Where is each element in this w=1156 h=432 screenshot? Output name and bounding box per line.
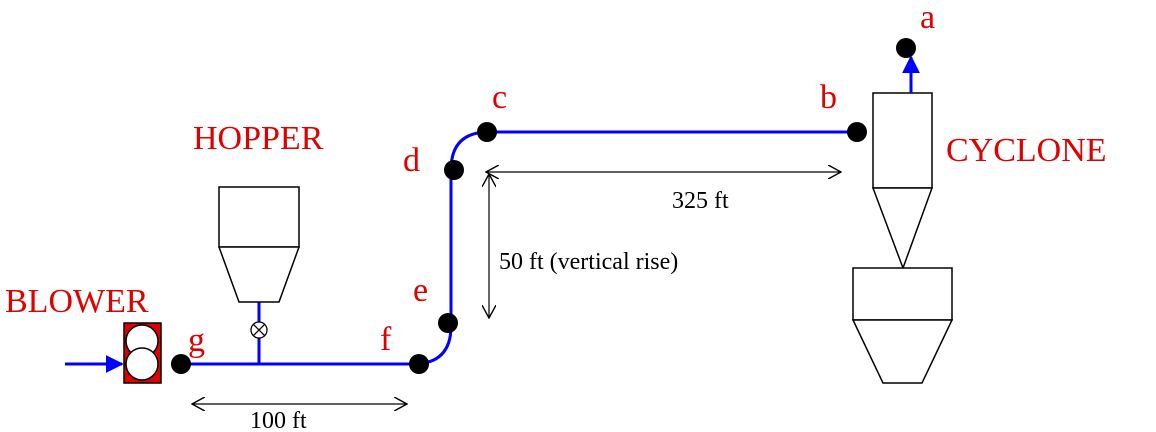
point-a-marker bbox=[896, 38, 916, 58]
point-b-marker bbox=[847, 122, 867, 142]
hopper-label: HOPPER bbox=[193, 120, 324, 157]
point-c-marker bbox=[477, 122, 497, 142]
point-d-label: d bbox=[403, 142, 420, 179]
dimension-label-50ft: 50 ft (vertical rise) bbox=[499, 249, 678, 275]
cyclone-label: CYCLONE bbox=[946, 132, 1107, 169]
point-e-marker bbox=[438, 313, 458, 333]
point-g-marker bbox=[171, 354, 191, 374]
point-c-label: c bbox=[492, 79, 507, 116]
point-f-label: f bbox=[380, 321, 392, 358]
blower-icon bbox=[123, 322, 162, 384]
point-g-label: g bbox=[188, 322, 205, 359]
dimension-label-100ft: 100 ft bbox=[250, 408, 307, 432]
rotary-valve-icon bbox=[250, 321, 268, 339]
point-b-label: b bbox=[820, 79, 837, 116]
point-markers bbox=[171, 38, 916, 374]
point-e-label: e bbox=[413, 272, 428, 309]
point-a-label: a bbox=[920, 0, 935, 36]
blower-label: BLOWER bbox=[5, 283, 149, 320]
point-f-marker bbox=[409, 354, 429, 374]
hopper-icon bbox=[217, 186, 301, 303]
dimension-label-325ft: 325 ft bbox=[672, 188, 729, 214]
point-d-marker bbox=[444, 160, 464, 180]
cyclone-icon bbox=[851, 92, 954, 384]
conveying-pipe bbox=[180, 130, 858, 366]
